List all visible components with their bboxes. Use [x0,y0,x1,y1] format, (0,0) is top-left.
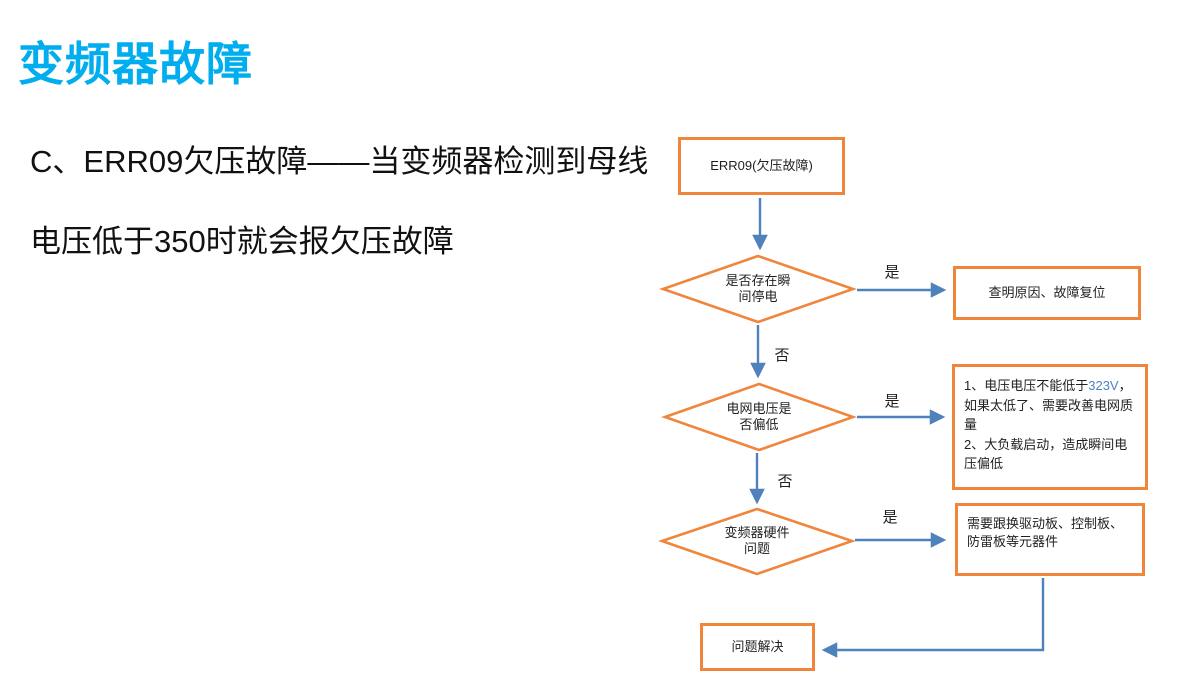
body-text-line1: C、ERR09欠压故障——当变频器检测到母线 [30,144,649,179]
flow-box-start: ERR09(欠压故障) [678,137,845,195]
page-title: 变频器故障 [18,38,253,90]
decision-diamond-2 [661,382,857,452]
edge-label-no2: 否 [777,473,793,490]
decision3-label-line1: 变频器硬件 [724,525,790,540]
flow-box-start-label: ERR09(欠压故障) [710,157,813,173]
decision1-label: 是否存在瞬 间停电 [693,273,823,305]
flow-box-result1-label: 查明原因、故障复位 [988,284,1106,300]
body-text-line2: 电压低于350时就会报欠压故障 [30,224,454,259]
edge-label-yes1: 是 [884,264,900,281]
edge-label-yes2: 是 [884,393,900,410]
decision-diamond-3 [657,507,857,576]
result2-voltage-value: 323V [1088,378,1119,393]
decision1-label-line2: 间停电 [738,289,778,304]
decision1-label-line1: 是否存在瞬 [725,273,791,288]
decision2-label-line1: 电网电压是 [726,401,792,416]
flow-box-result2-label: 1、电压电压不能低于323V，如果太低了、需要改善电网质量 2、大负载启动，造成… [964,376,1137,474]
flow-box-result2: 1、电压电压不能低于323V，如果太低了、需要改善电网质量 2、大负载启动，造成… [952,364,1148,490]
result2-item1-suffix: ，如果太低了、需要改善电网质量 [964,378,1134,432]
connector-result3-to-end [821,578,1045,658]
edge-label-no1: 否 [774,347,790,364]
result2-item1-prefix: 1、电压电压不能低于 [964,378,1089,393]
decision-diamond-1 [659,254,857,324]
flow-box-result3: 需要跟换驱动板、控制板、防雷板等元器件 [955,503,1145,576]
decision2-label-line2: 否偏低 [739,417,779,432]
flow-box-result3-label: 需要跟换驱动板、控制板、防雷板等元器件 [967,516,1124,550]
flow-box-end-label: 问题解决 [731,638,784,654]
result2-item2: 2、大负载启动，造成瞬间电压偏低 [964,436,1128,472]
decision3-label: 变频器硬件 问题 [692,525,822,557]
decision3-label-line2: 问题 [743,541,770,556]
edge-label-yes3: 是 [882,509,898,526]
decision2-label: 电网电压是 否偏低 [694,401,824,433]
flow-box-result1: 查明原因、故障复位 [953,266,1141,320]
flow-box-end: 问题解决 [700,623,815,671]
